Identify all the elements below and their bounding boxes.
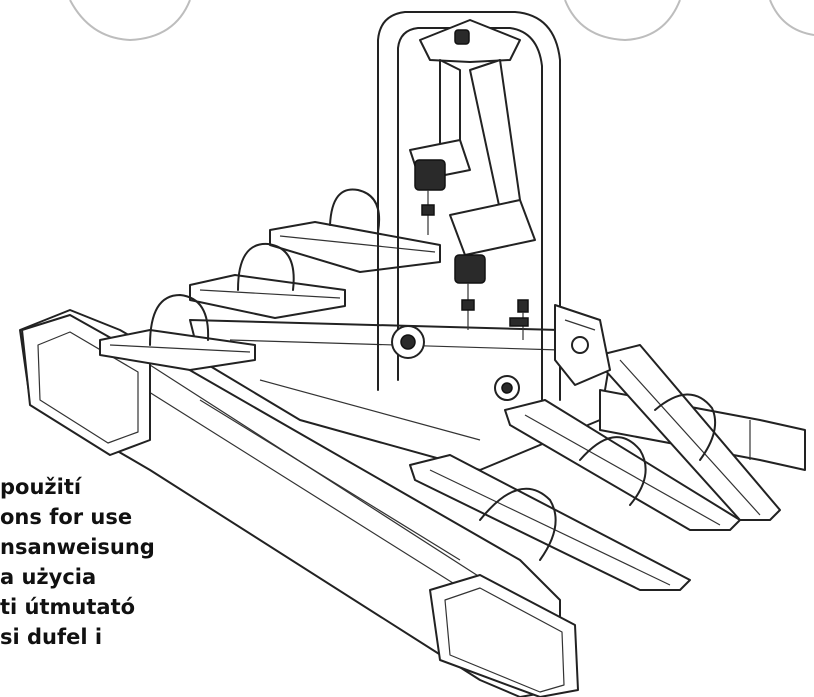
decorative-circle-far-right [769,0,814,36]
keys-right [509,299,529,340]
title-line-german: nsanweisung [0,535,155,559]
wheel-strap-right-2 [579,436,647,506]
frame-holder-lower [449,59,536,330]
decorative-circle-left [69,0,191,42]
title-line-hungarian: ti útmutató [0,595,136,619]
hitch-lever-mechanism [554,304,611,386]
right-tail-lamp [429,574,579,697]
tension-knob-right [494,375,520,401]
title-line-english: ons for use [0,505,133,529]
wheel-strap-right-1 [479,487,557,561]
tension-knob-left [391,325,425,359]
wheel-tray-right-1 [409,454,691,591]
wheel-tray-right-2 [504,399,741,531]
decorative-circle-right [564,0,681,42]
title-line-czech: použití [0,475,82,499]
wheel-strap-left-1 [149,294,210,346]
title-line-last: si dufel i [0,625,103,649]
wheel-strap-right-3 [654,393,716,461]
title-line-polish: a użycia [0,565,97,589]
frame-holder-upper [409,19,521,235]
wheel-tray-left-2 [189,274,346,319]
manual-title-block: použití ons for use nsanweisung a użycia… [0,472,230,652]
wheel-tray-left-3 [269,221,441,273]
wheel-strap-left-2 [237,242,295,291]
